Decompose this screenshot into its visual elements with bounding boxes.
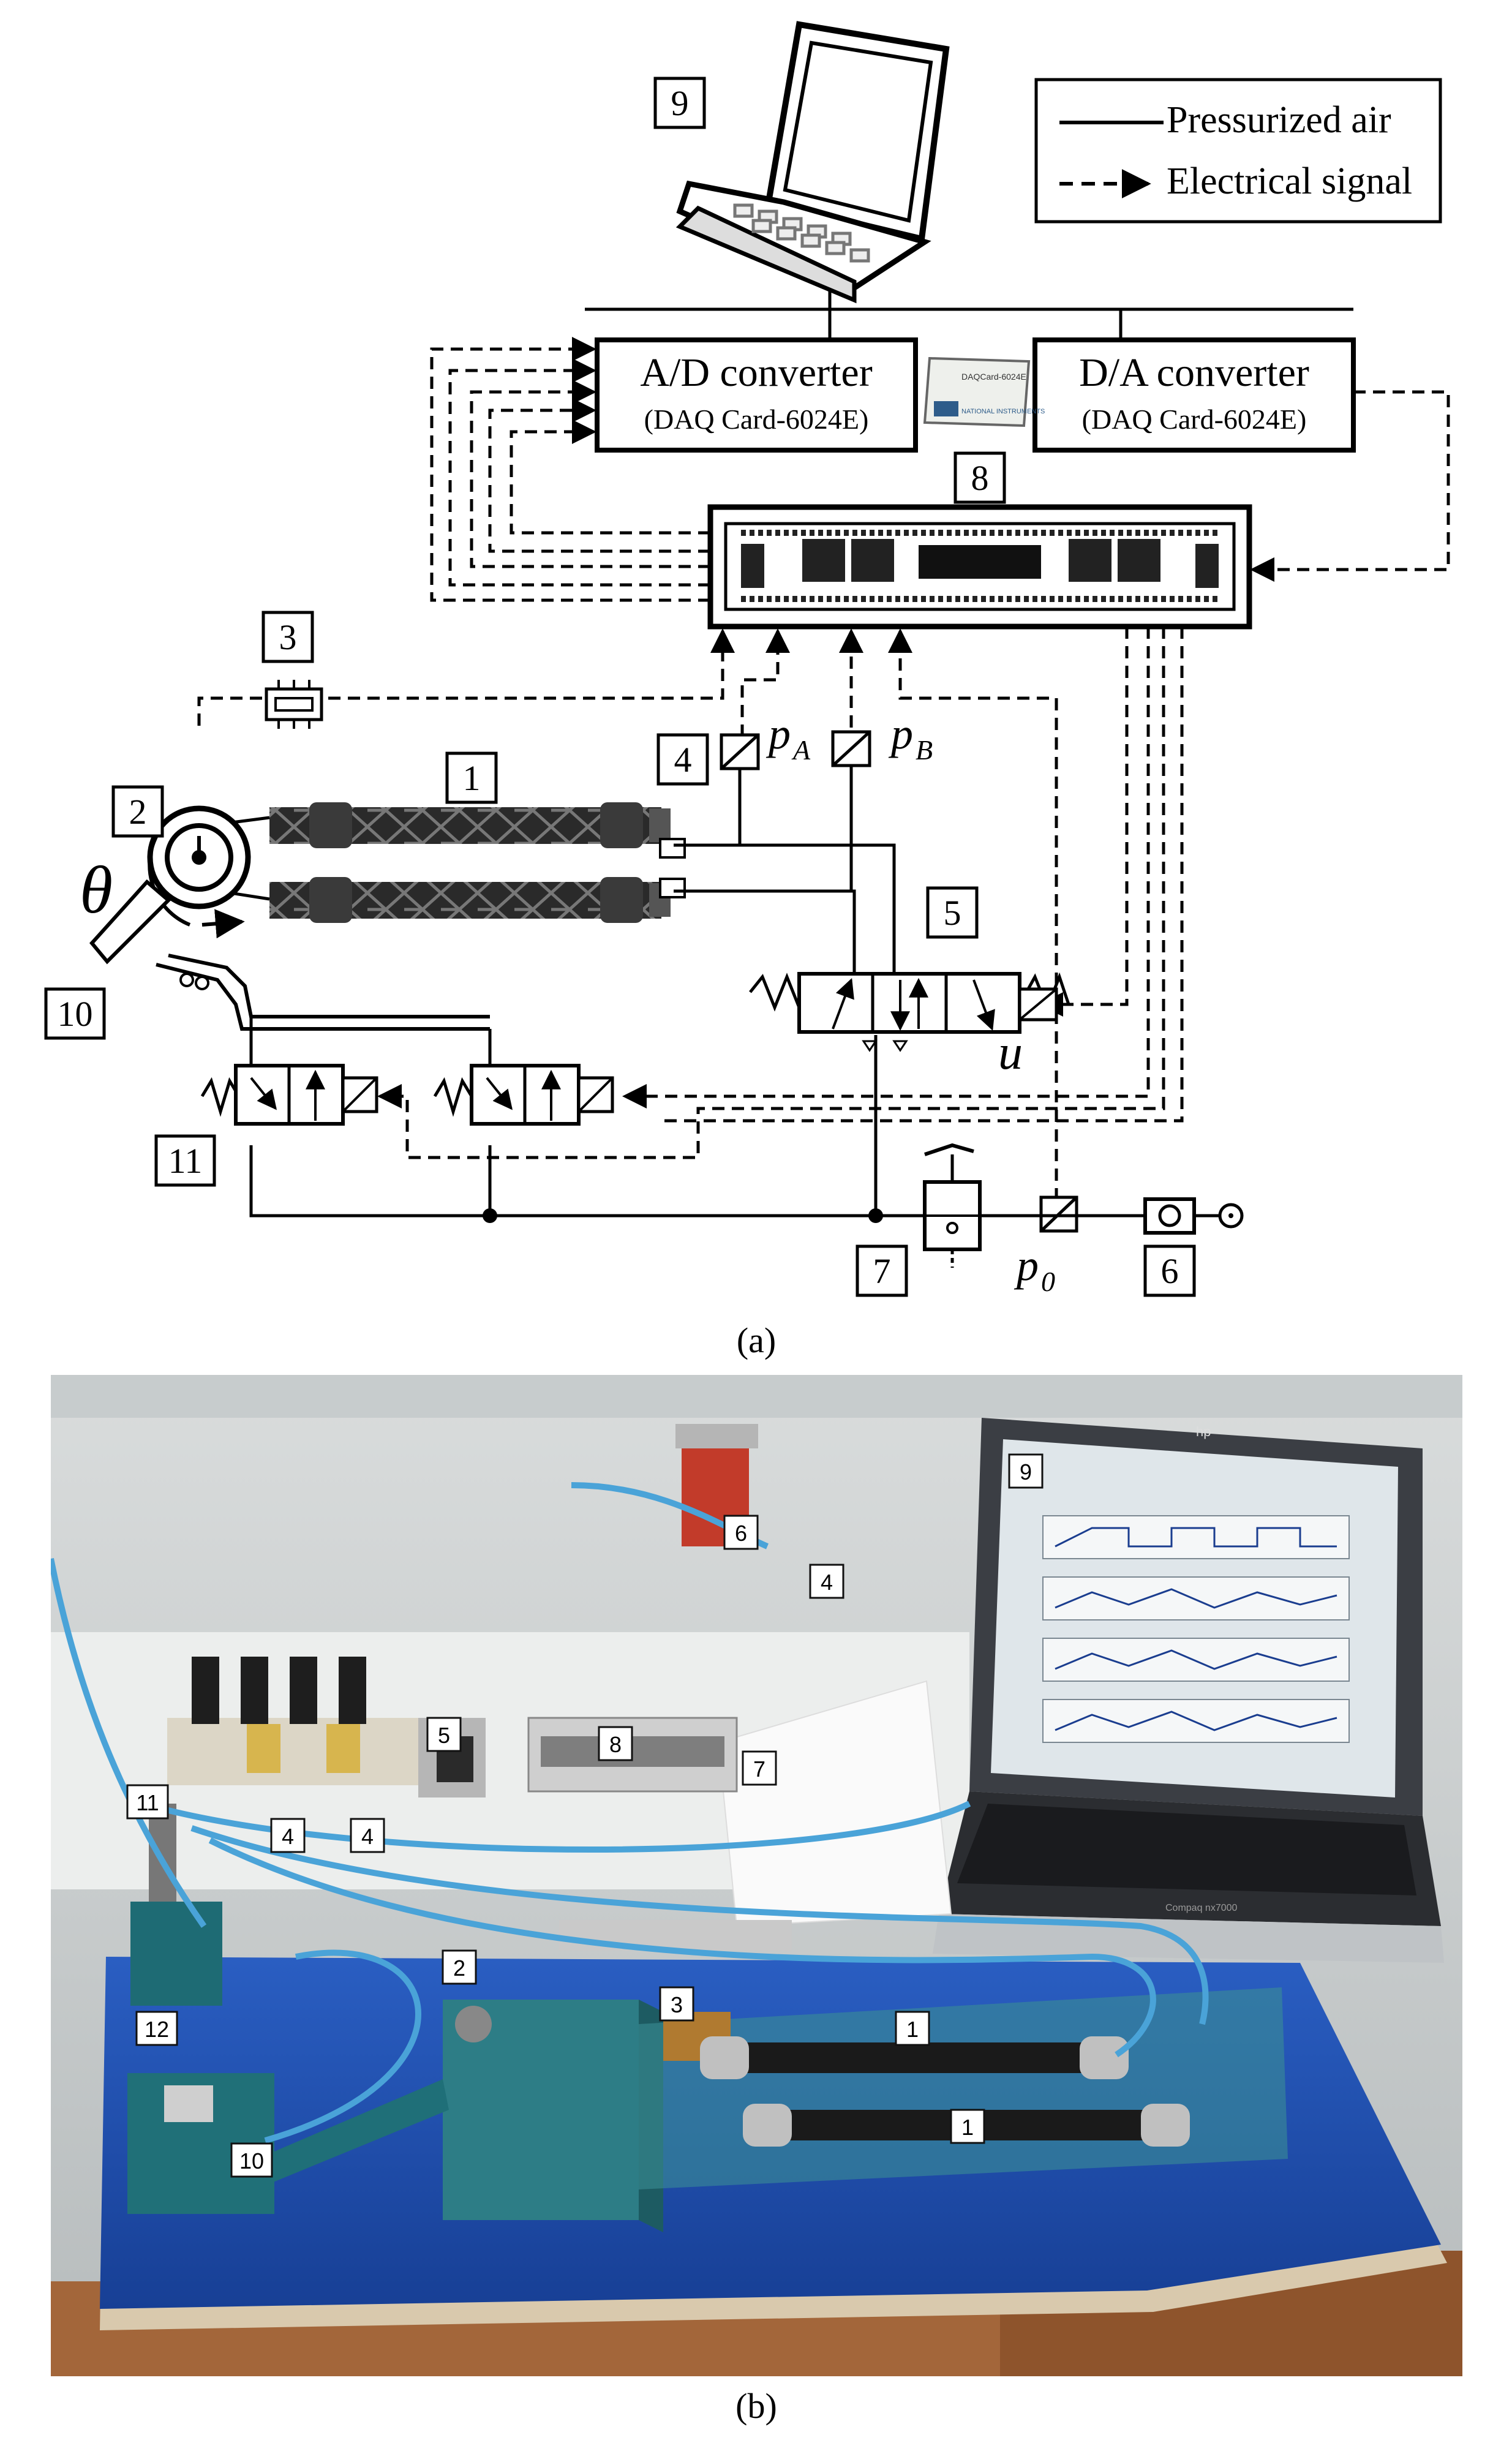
- number-label-8: 8: [953, 451, 1006, 504]
- photo-number-label-11: 11: [126, 1784, 169, 1820]
- caption-b: (b): [735, 2386, 777, 2426]
- number-label-9: 9: [653, 77, 706, 129]
- legend-pressurized-air-label: Pressurized air: [1167, 99, 1391, 141]
- photo-number-label-text: 5: [438, 1723, 450, 1748]
- da-converter-title: D/A converter: [1079, 350, 1309, 395]
- theta-symbol: θ: [80, 853, 113, 927]
- photo-number-label-text: 4: [282, 1824, 294, 1849]
- da-converter-box: D/A converter (DAQ Card-6024E): [1032, 337, 1356, 453]
- laptop-model-label: Compaq nx7000: [1165, 1903, 1238, 1913]
- photo-number-label-text: 8: [609, 1732, 622, 1757]
- pneumatic-system-diagram: Pressurized air Electrical signal A/D co…: [44, 21, 1450, 1297]
- number-label-10: 10: [44, 987, 106, 1040]
- daq-card-icon: DAQCard-6024E NATIONAL INSTRUMENTS: [923, 356, 1045, 427]
- pneumatic-muscle-bottom: [269, 877, 686, 923]
- pb-symbol: p B: [888, 709, 933, 766]
- pb-sub: B: [916, 734, 933, 766]
- photo-number-label-text: 4: [821, 1570, 833, 1595]
- number-label-4: 4: [656, 733, 709, 786]
- proportional-valve-icon: [749, 972, 1070, 1052]
- photo-number-label-text: 1: [906, 2017, 919, 2042]
- da-converter-subtitle: (DAQ Card-6024E): [1082, 404, 1307, 435]
- photo-number-label-4: 4: [270, 1818, 306, 1853]
- photo-number-label-1: 1: [895, 2011, 930, 2046]
- legend: Pressurized air Electrical signal: [1034, 78, 1442, 224]
- number-label-text: 6: [1161, 1251, 1179, 1291]
- photo-number-label-8: 8: [598, 1726, 633, 1761]
- p0-sub: 0: [1041, 1266, 1055, 1297]
- photo-number-label-4: 4: [350, 1818, 385, 1853]
- pressure-sensor-pb-icon: [831, 730, 871, 767]
- pneumatic-muscle-top: [269, 802, 686, 859]
- number-label-7: 7: [856, 1244, 908, 1297]
- photo-number-label-3: 3: [659, 1986, 694, 2022]
- number-label-3: 3: [261, 611, 314, 663]
- photo-number-label-text: 12: [145, 2017, 169, 2042]
- laptop-brand-label: hp: [1196, 1424, 1211, 1439]
- switching-valve-right-icon: [433, 1064, 614, 1126]
- number-label-text: 3: [279, 617, 297, 657]
- number-label-2: 2: [111, 785, 164, 838]
- actuator-machine-photo: [228, 1920, 1288, 2232]
- number-label-text: 5: [944, 893, 961, 933]
- photo-number-label-text: 2: [453, 1956, 465, 1981]
- photo-number-label-6: 6: [723, 1515, 759, 1550]
- ad-converter-box: A/D converter (DAQ Card-6024E): [595, 337, 918, 453]
- number-label-text: 9: [671, 83, 689, 123]
- legend-electrical-signal-label: Electrical signal: [1167, 160, 1412, 202]
- number-label-text: 11: [168, 1141, 203, 1181]
- number-label-5: 5: [926, 886, 979, 939]
- laptop-icon: [675, 21, 950, 304]
- photo-number-label-text: 6: [735, 1521, 747, 1546]
- ad-converter-title: A/D converter: [640, 350, 872, 395]
- photo-number-label-text: 11: [136, 1790, 159, 1815]
- ad-converter-subtitle: (DAQ Card-6024E): [644, 404, 869, 435]
- photo-number-label-text: 7: [753, 1756, 765, 1782]
- pressure-sensor-pa-icon: [720, 733, 760, 770]
- photo-number-label-4: 4: [809, 1564, 844, 1599]
- number-label-text: 8: [971, 458, 989, 498]
- u-symbol: u: [998, 1026, 1023, 1080]
- angle-sensor-icon: [265, 680, 323, 729]
- p0-p: p: [1014, 1241, 1039, 1290]
- laptop-photo: hp Compaq nx7000: [933, 1418, 1444, 1963]
- photo-number-label-text: 1: [961, 2115, 974, 2140]
- switching-valve-left-icon: [200, 1064, 378, 1126]
- daq-card-brand: NATIONAL INSTRUMENTS: [961, 408, 1045, 415]
- number-label-text: 10: [58, 994, 93, 1034]
- air-supply-icon: [1143, 1197, 1244, 1235]
- photo-number-label-5: 5: [426, 1717, 462, 1752]
- photo-number-label-text: 3: [671, 1992, 683, 2017]
- photo-number-label-12: 12: [135, 2011, 178, 2046]
- pa-symbol: p A: [765, 709, 811, 766]
- daq-card-label: DAQCard-6024E: [961, 372, 1026, 382]
- pa-p: p: [765, 709, 791, 758]
- number-label-11: 11: [154, 1134, 216, 1187]
- experimental-setup-photo: hp Compaq nx7000: [51, 1375, 1462, 2376]
- number-label-6: 6: [1143, 1244, 1196, 1297]
- photo-number-label-text: 9: [1020, 1459, 1032, 1485]
- photo-number-label-1: 1: [950, 2109, 985, 2144]
- pa-sub: A: [791, 734, 811, 766]
- number-label-text: 7: [873, 1251, 891, 1291]
- photo-number-label-10: 10: [230, 2142, 273, 2178]
- photo-number-label-7: 7: [742, 1750, 777, 1786]
- manual-valve-icon: [923, 1143, 982, 1268]
- pb-p: p: [888, 709, 913, 758]
- photo-number-label-9: 9: [1008, 1453, 1044, 1489]
- photo-number-label-text: 10: [239, 2148, 264, 2174]
- terminal-block-icon: [707, 504, 1252, 630]
- photo-number-label-2: 2: [442, 1949, 477, 1985]
- valve-rack-photo: [167, 1657, 486, 1797]
- photo-number-label-text: 4: [361, 1824, 374, 1849]
- number-label-1: 1: [445, 751, 498, 804]
- number-label-text: 1: [463, 758, 481, 798]
- number-label-text: 4: [674, 740, 692, 780]
- caption-a: (a): [736, 1320, 777, 1360]
- p0-symbol: p 0: [1014, 1241, 1055, 1297]
- pulley-joint-icon: [89, 805, 490, 1031]
- number-label-text: 2: [129, 792, 147, 832]
